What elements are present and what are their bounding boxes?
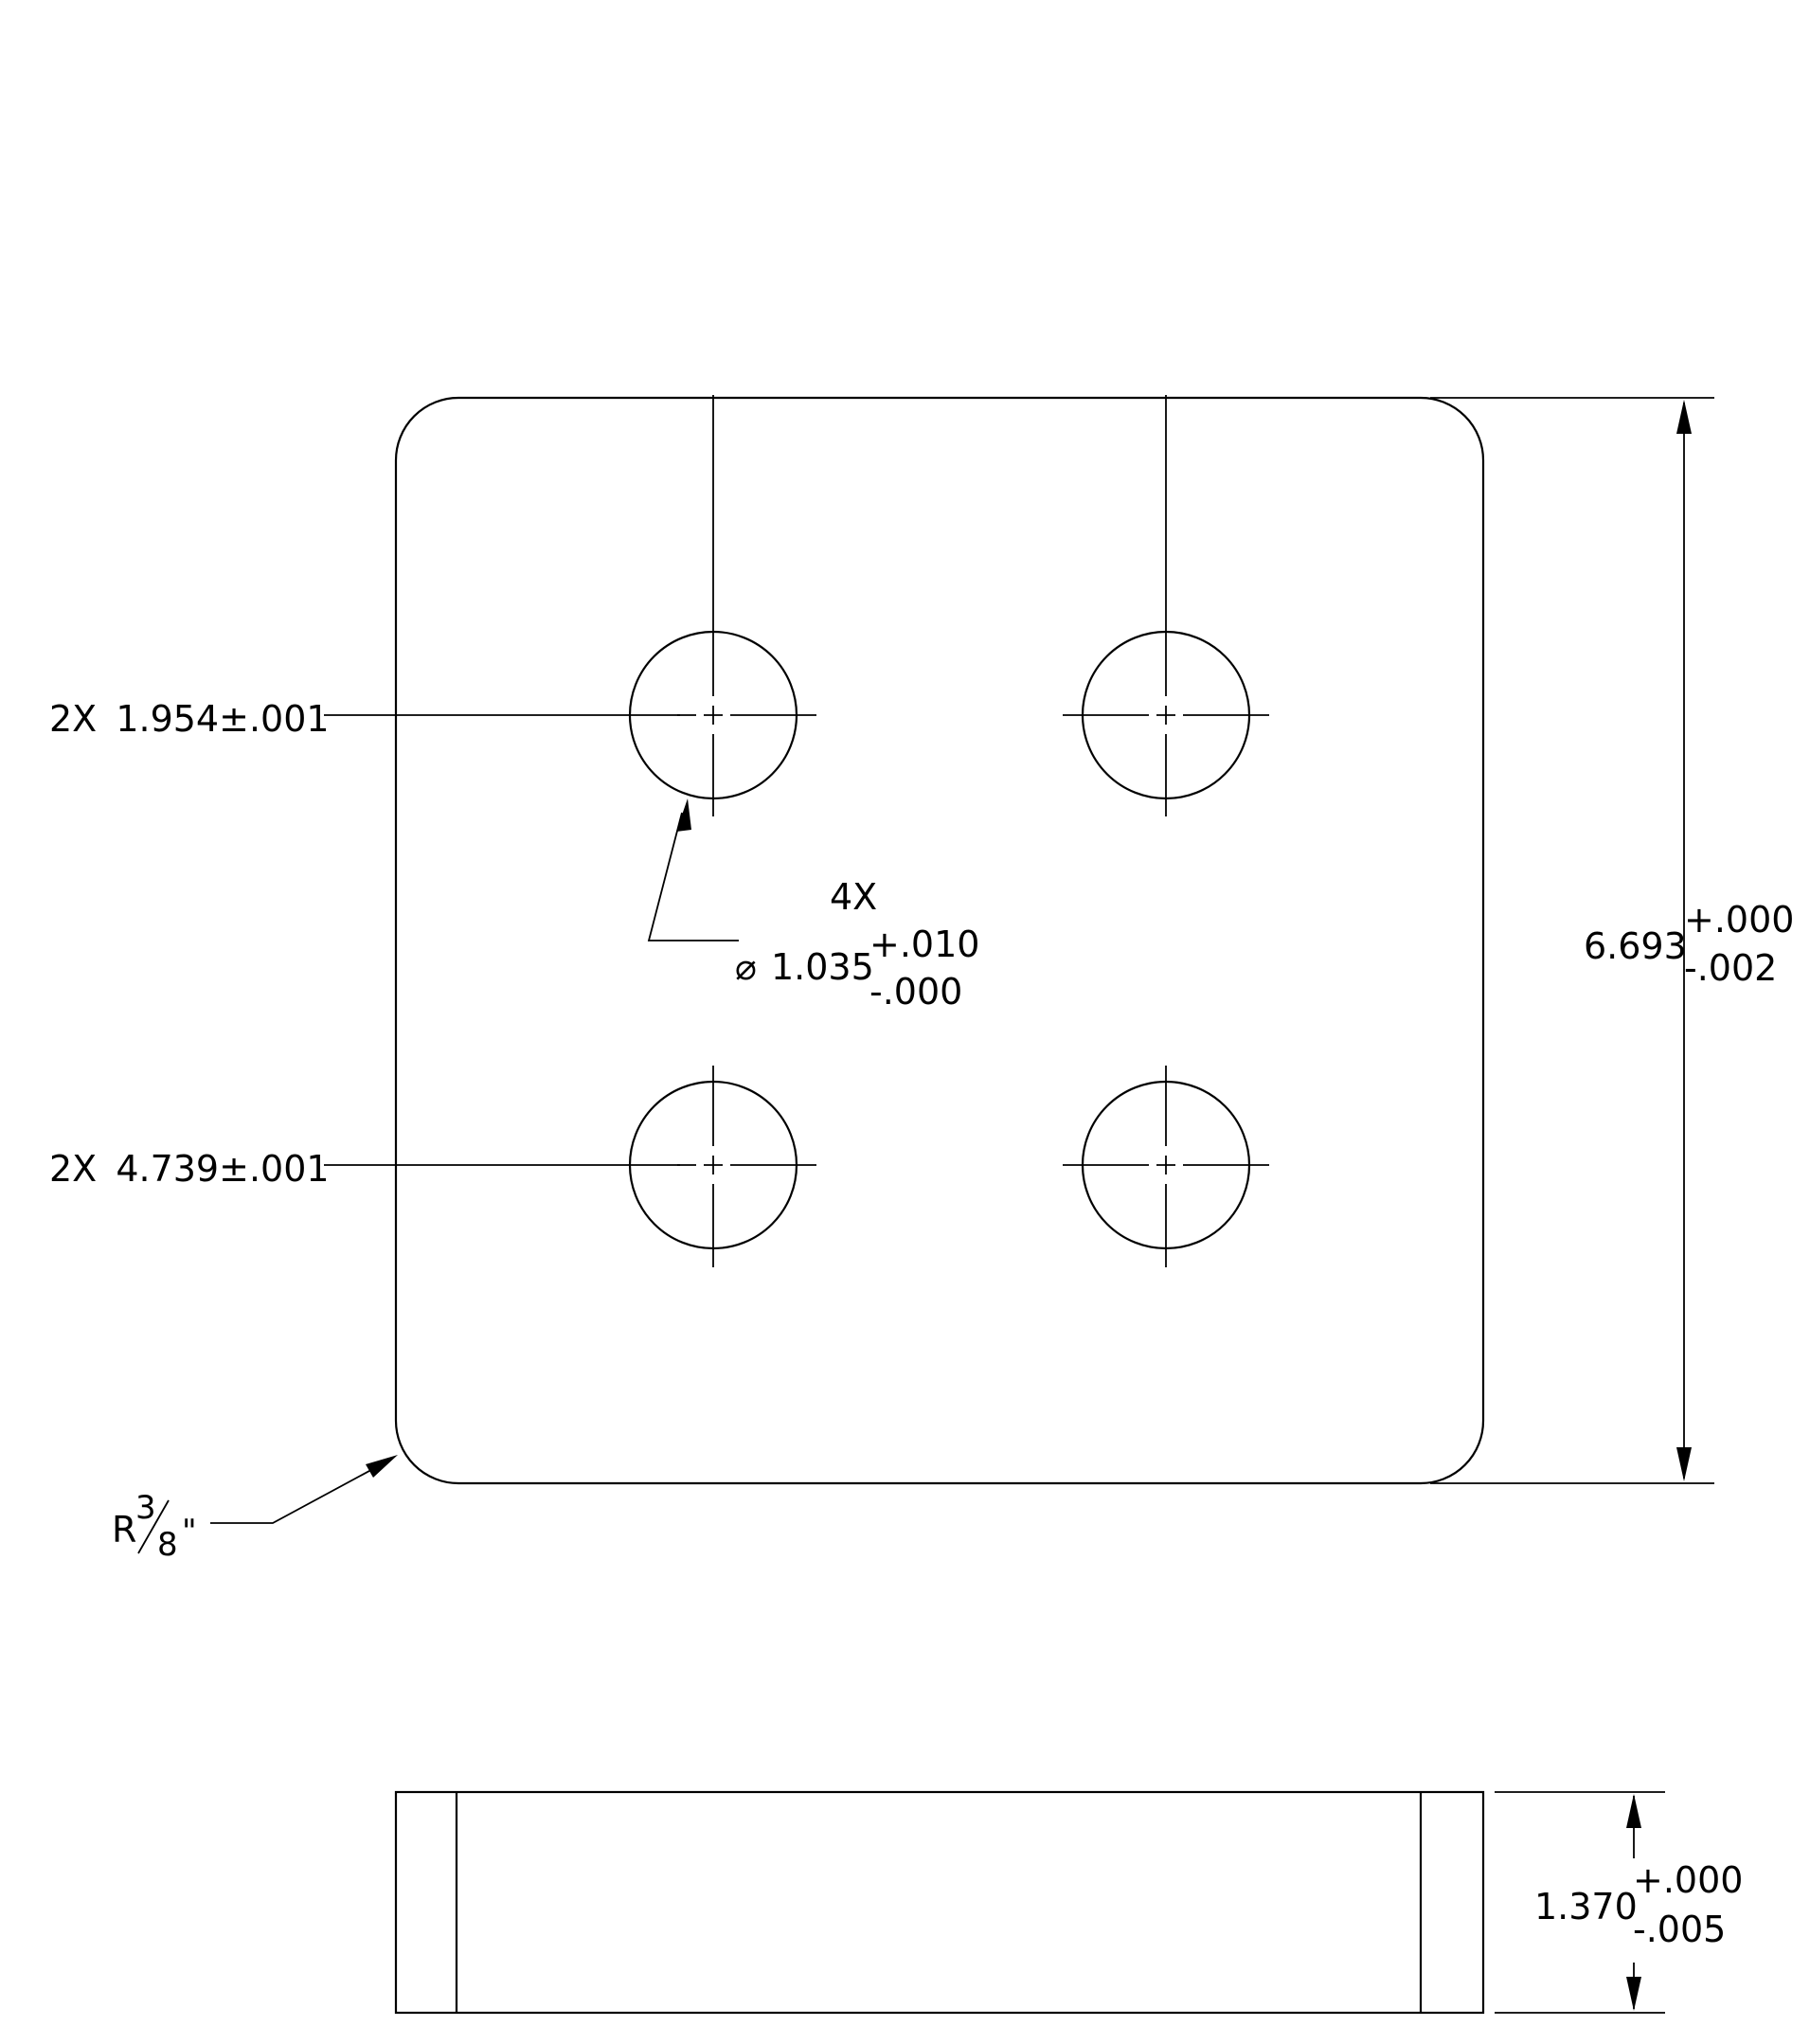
hole-callout-diameter-symbol: ⌀ — [735, 946, 757, 988]
height-arrow-down — [1676, 1447, 1692, 1481]
thickness-arrow-down — [1626, 1977, 1641, 2011]
centerline-top-left — [677, 637, 816, 816]
thickness-tol-minus: -.005 — [1633, 1909, 1726, 1950]
radius-leader — [210, 1458, 393, 1524]
side-view-outline — [394, 1790, 1485, 2015]
radius-numerator: 3 — [135, 1489, 156, 1527]
row1-dimension-label: 2X 1.954±.001 — [49, 698, 330, 740]
height-tol-minus: -.002 — [1684, 947, 1777, 989]
radius-fraction-bar — [137, 1499, 170, 1554]
radius-prefix: R — [112, 1509, 136, 1551]
hole-callout-diameter: 1.035 — [771, 946, 874, 988]
radius-arrowhead — [366, 1455, 398, 1478]
side-view: 1.370 +.000 -.005 — [394, 1790, 1743, 2015]
thickness-value: 1.370 — [1534, 1886, 1638, 1927]
hole-callout-tol-plus: +.010 — [869, 923, 979, 965]
height-arrow-up — [1676, 400, 1692, 434]
thickness-arrow-up — [1626, 1794, 1641, 1828]
centerline-bottom-right — [1063, 1066, 1269, 1267]
height-value: 6.693 — [1584, 925, 1687, 967]
plate-outline — [394, 396, 1485, 1485]
centerline-bottom-left — [677, 1066, 816, 1267]
radius-unit: " — [182, 1513, 197, 1551]
row2-dimension-label: 2X 4.739±.001 — [49, 1148, 330, 1190]
hole-callout-count: 4X — [830, 876, 877, 918]
thickness-tol-plus: +.000 — [1633, 1859, 1743, 1901]
hole-callout-arrowhead — [676, 798, 691, 832]
hole-callout-leader — [647, 812, 739, 941]
radius-denominator: 8 — [157, 1526, 178, 1564]
height-tol-plus: +.000 — [1684, 899, 1794, 941]
hole-callout-tol-minus: -.000 — [869, 971, 962, 1013]
top-view: 2X 1.954±.001 2X 4.739±.001 4X ⌀ 1.035 +… — [49, 395, 1794, 1564]
centerline-top-right — [1063, 637, 1269, 816]
